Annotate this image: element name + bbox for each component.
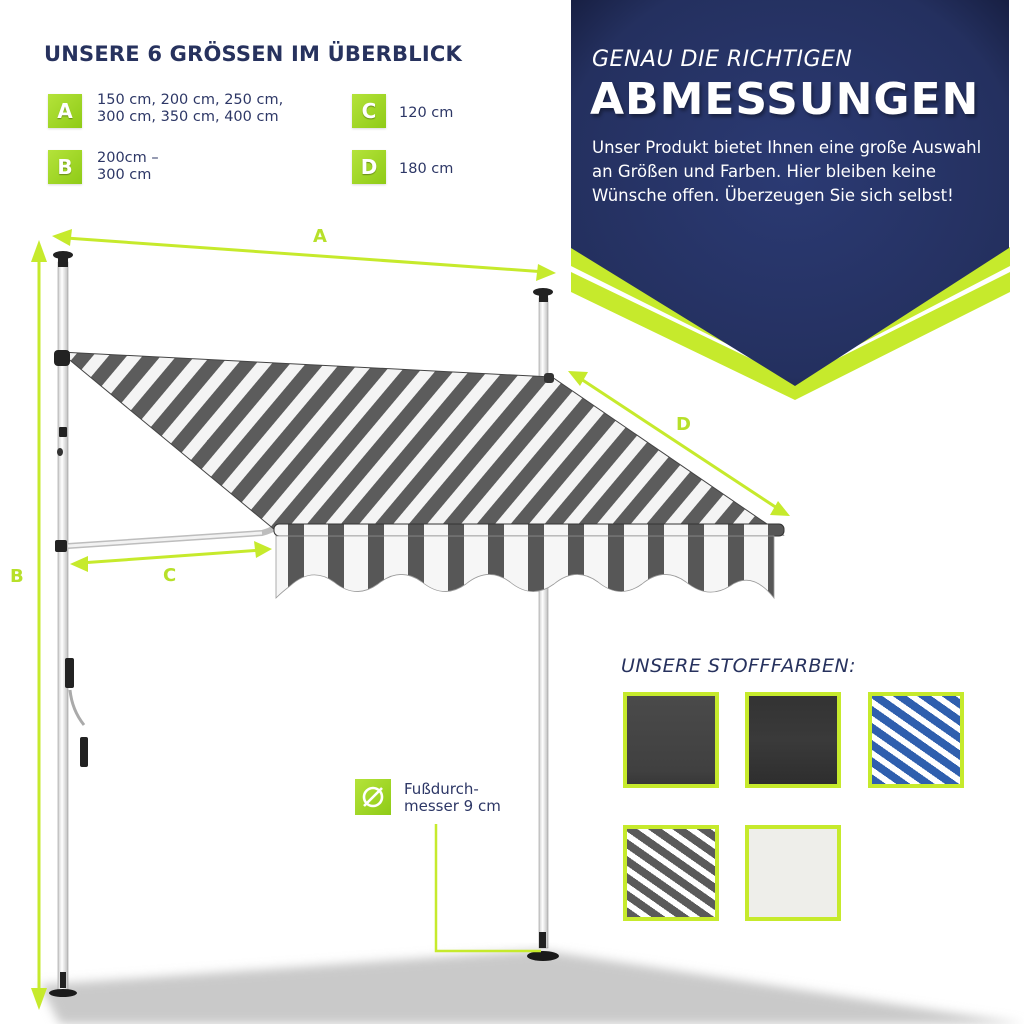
size-a-line2: 300 cm, 350 cm, 400 cm	[97, 109, 279, 125]
diameter-badge	[355, 779, 391, 815]
banner-subtitle: GENAU DIE RICHTIGEN	[592, 47, 853, 72]
size-a-text: 150 cm, 200 cm, 250 cm, 300 cm, 350 cm, …	[97, 92, 283, 126]
floor-shadow	[40, 950, 1024, 1024]
dimension-arrows	[31, 229, 790, 1010]
swatch-cream[interactable]	[745, 825, 841, 921]
foot-diameter-text: Fußdurch- messer 9 cm	[404, 781, 501, 815]
awning-roof	[58, 351, 785, 536]
banner-background	[571, 0, 1010, 400]
size-d-text: 180 cm	[399, 161, 454, 177]
size-c-text: 120 cm	[399, 105, 454, 121]
dimension-label-b: B	[10, 566, 24, 587]
banner-body: Unser Produkt bietet Ihnen eine große Au…	[592, 138, 982, 205]
awning-valance	[275, 535, 775, 600]
diameter-icon	[362, 786, 384, 808]
dimension-label-a: A	[313, 226, 327, 247]
size-b-line2: 300 cm	[97, 167, 152, 183]
size-badge-b: B	[48, 150, 82, 184]
size-a-line1: 150 cm, 200 cm, 250 cm,	[97, 92, 284, 108]
swatch-grey[interactable]	[623, 692, 719, 788]
size-badge-a: A	[48, 94, 82, 128]
fabrics-title: UNSERE STOFFFARBEN:	[621, 655, 857, 677]
foot-diameter-line1: Fußdurch-	[404, 780, 479, 798]
size-badge-d: D	[352, 150, 386, 184]
size-b-text: 200cm – 300 cm	[97, 150, 159, 184]
dimension-label-d: D	[676, 414, 691, 435]
swatch-blue-white-stripes[interactable]	[868, 692, 964, 788]
size-b-line1: 200cm –	[97, 150, 159, 166]
front-bar	[273, 523, 785, 537]
dimension-label-c: C	[163, 565, 177, 586]
swatch-grey-white-stripes[interactable]	[623, 825, 719, 921]
swatch-anthracite[interactable]	[745, 692, 841, 788]
foot-diameter-line2: messer 9 cm	[404, 797, 501, 815]
size-badge-c: C	[352, 94, 386, 128]
sizes-overview-title: UNSERE 6 GRÖSSEN IM ÜBERBLICK	[44, 42, 462, 66]
banner-title: ABMESSUNGEN	[590, 74, 980, 125]
left-pole	[57, 261, 69, 993]
